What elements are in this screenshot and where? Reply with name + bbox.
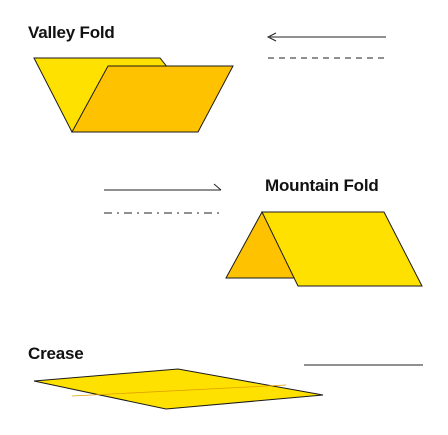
arrow-left-head [266, 32, 277, 42]
crease-illustration [33, 368, 324, 410]
valley-fold-illustration [33, 57, 234, 133]
mountain-fold-front-face [261, 211, 423, 287]
valley-fold-front-flap [71, 65, 234, 133]
valley-fold-symbol [266, 32, 386, 59]
mountain-fold-label: Mountain Fold [265, 176, 379, 195]
crease-paper [33, 368, 324, 410]
half-arrow-right-head [213, 183, 222, 191]
crease-label: Crease [28, 344, 84, 363]
mountain-fold-illustration [225, 210, 423, 287]
valley-fold-label: Valley Fold [28, 23, 115, 42]
mountain-fold-symbol [104, 183, 224, 214]
crease-line [71, 384, 287, 397]
